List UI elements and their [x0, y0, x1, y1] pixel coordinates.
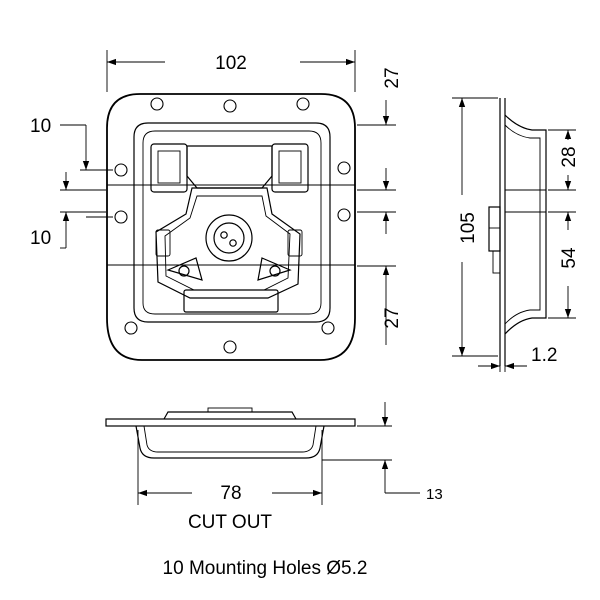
bottom-body — [135, 425, 325, 459]
mounting-hole — [223, 99, 237, 113]
dim-side-right-chain: 28 54 — [548, 129, 580, 319]
catch-bridge — [186, 145, 273, 189]
side-latch-tab — [492, 250, 501, 274]
dim-right-upper-label: 27 — [382, 67, 403, 88]
dim-bottom-depth: 13 — [322, 402, 443, 503]
catch-block-left-inner — [157, 150, 181, 184]
mounting-holes-caption: 10 Mounting Holes Ø5.2 — [163, 558, 368, 579]
dim-top-width-label: 102 — [215, 53, 247, 74]
mounting-hole — [337, 161, 351, 175]
cutout-label: CUT OUT — [188, 512, 272, 533]
recess-inner-outline — [142, 130, 322, 315]
dim-bottom-width: 78 — [137, 430, 323, 505]
dim-left-lower-label: 10 — [30, 228, 51, 249]
dial-pin — [220, 231, 228, 239]
dial-outer — [205, 214, 253, 262]
mounting-holes — [114, 97, 351, 354]
mounting-hole — [124, 321, 138, 335]
pivot-right — [269, 265, 281, 277]
dim-bottom-width-label: 78 — [220, 483, 241, 504]
hook-bar — [183, 289, 279, 313]
side-latch-profile — [488, 206, 501, 252]
latch-plate — [155, 187, 301, 299]
mounting-hole — [223, 340, 237, 354]
dial-pin — [229, 239, 237, 247]
mounting-hole — [114, 163, 128, 177]
dim-side-height-label: 105 — [458, 212, 479, 244]
catch-block-right-inner — [278, 150, 302, 184]
front-view: 102 27 27 10 10 — [30, 50, 403, 361]
mounting-hole — [321, 321, 335, 335]
recess-outer-outline — [133, 122, 331, 323]
side-body-outline — [504, 114, 547, 335]
pivot-left-body — [166, 257, 203, 281]
dim-right-lower-label: 27 — [382, 307, 403, 328]
dim-bottom-depth-label: 13 — [426, 486, 443, 503]
bottom-flange — [105, 418, 356, 427]
side-view: 105 28 54 1.2 — [452, 97, 580, 372]
mounting-hole — [296, 97, 310, 111]
dim-side-lower-label: 54 — [559, 247, 580, 269]
dim-side-thickness-label: 1.2 — [531, 345, 557, 366]
bottom-latch-bump — [163, 411, 297, 420]
side-body-inner — [504, 124, 541, 325]
dim-side-thickness: 1.2 — [478, 345, 557, 372]
mounting-hole — [150, 97, 164, 111]
bottom-body-inner — [143, 425, 317, 453]
outer-flange-outline — [106, 93, 356, 361]
dim-left-upper-label: 10 — [30, 116, 51, 137]
dim-top-width: 102 — [106, 50, 356, 92]
bottom-view: 78 13 CUT OUT — [105, 402, 443, 533]
bottom-latch-top — [207, 407, 253, 413]
mounting-hole — [337, 208, 351, 222]
pivot-right-body — [257, 257, 292, 281]
mounting-hole — [114, 210, 128, 224]
latch-corner-right — [287, 229, 303, 257]
dim-right-chain: 27 27 — [357, 67, 403, 345]
dim-side-height: 105 — [452, 97, 498, 357]
latch-corner-left — [155, 229, 171, 257]
dial-inner — [213, 222, 245, 254]
pivot-left — [178, 265, 190, 277]
dim-left-holes: 10 10 — [30, 116, 113, 249]
latch-mechanism — [150, 143, 309, 313]
dim-side-upper-label: 28 — [559, 146, 580, 167]
